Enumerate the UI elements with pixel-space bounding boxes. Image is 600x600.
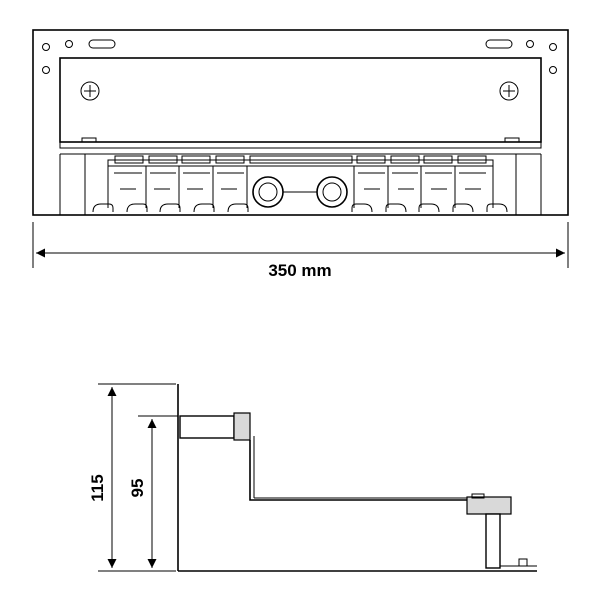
front-view: 350 mm [32, 29, 569, 280]
connector-icon [316, 176, 348, 208]
height-inner-label: 95 [128, 479, 147, 498]
foot-block [466, 496, 512, 515]
mounting-holes [42, 40, 557, 74]
cover-plate [59, 57, 542, 143]
height-dimension-inner: 95 [128, 415, 178, 568]
mounting-slot-left [88, 39, 116, 49]
terminals-right [351, 155, 508, 213]
screw-icon [499, 81, 519, 101]
terminals-left [92, 155, 249, 213]
width-dimension: 350 mm [32, 222, 569, 280]
support-post [485, 513, 501, 569]
connector-icon [252, 176, 284, 208]
screw-icon [80, 81, 100, 101]
rail-top [59, 141, 542, 149]
mounting-slot-right [485, 39, 513, 49]
terminal-block-top [107, 159, 494, 167]
width-label: 350 mm [268, 261, 331, 280]
height-outer-label: 115 [88, 474, 107, 501]
height-dimension-outer: 115 [88, 383, 176, 572]
mounting-frame [32, 29, 569, 216]
upper-bracket [179, 415, 235, 439]
side-view: 115 95 [88, 383, 537, 572]
